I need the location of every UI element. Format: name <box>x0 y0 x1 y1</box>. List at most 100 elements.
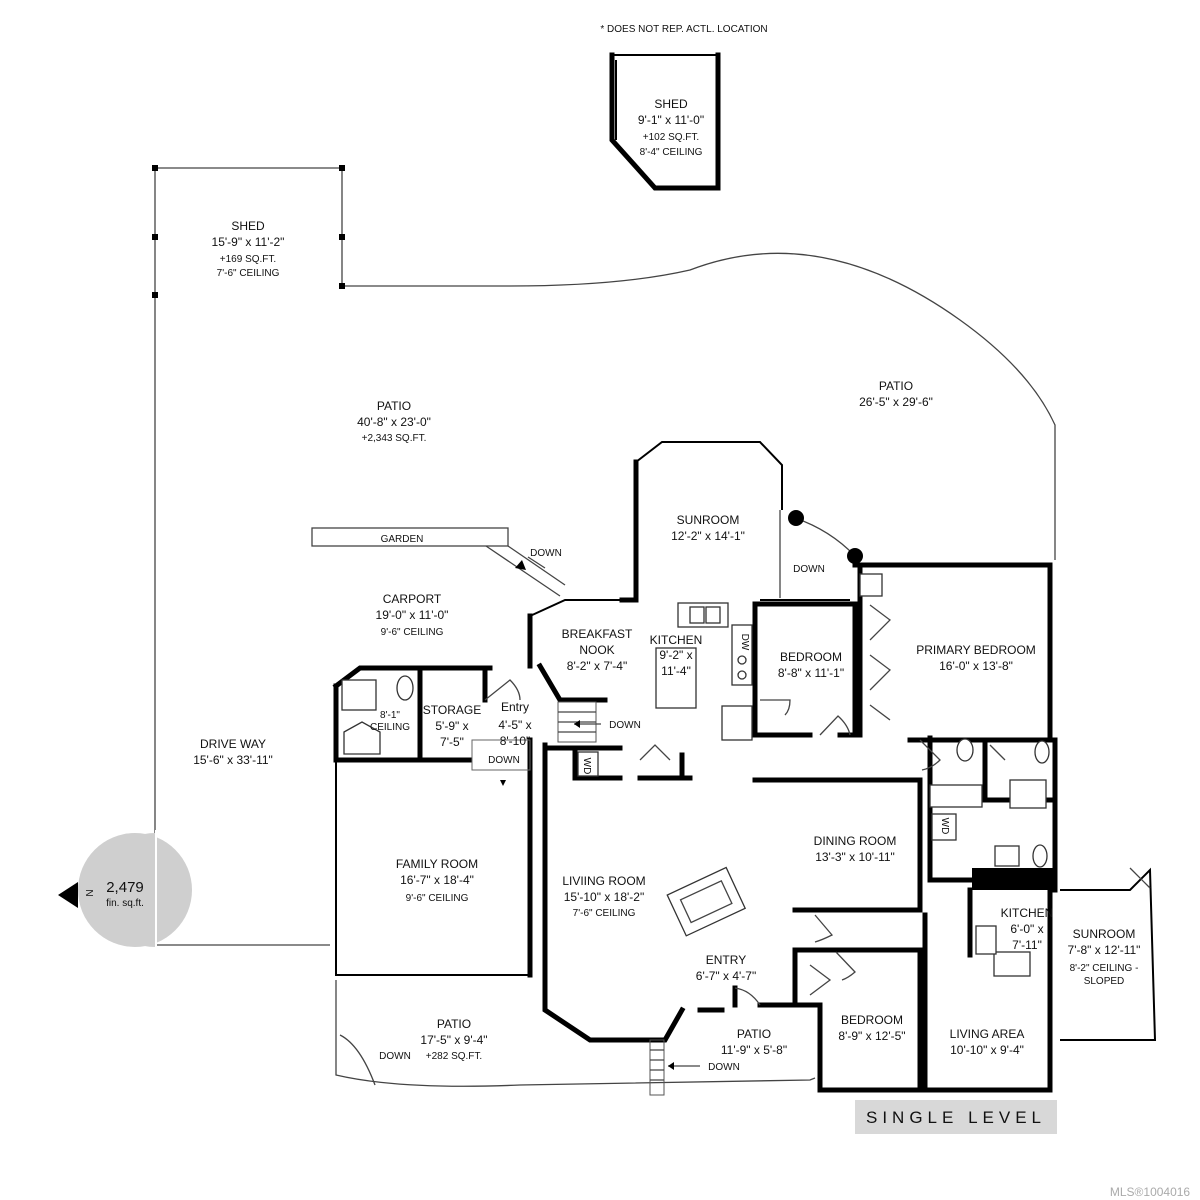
washer-dryer-icon-right <box>931 813 957 841</box>
area-unit: fin. sq.ft. <box>106 898 144 909</box>
washer-dryer-label: WD <box>581 758 592 775</box>
fireplace-icon <box>666 866 747 937</box>
entry-main-name: ENTRY <box>706 953 746 967</box>
post-2 <box>847 548 863 564</box>
breakfast-name-1: BREAKFAST <box>562 627 633 641</box>
kitchen-small-dims-2: 7'-11" <box>1012 938 1042 952</box>
bedroom-mid-name: BEDROOM <box>780 650 842 664</box>
patio-main-dims: 40'-8" x 23'-0" <box>357 415 431 429</box>
stairs-down-label-6: DOWN <box>379 1051 411 1062</box>
patio-main-sqft: +2,343 SQ.FT. <box>362 433 427 444</box>
carport-ceiling: 9'-6" CEILING <box>381 627 444 638</box>
note-text: * DOES NOT REP. ACTL. LOCATION <box>600 24 767 35</box>
kitchen-small-name: KITCHEN <box>1001 906 1054 920</box>
patio-right-dims: 26'-5" x 29'-6" <box>859 395 933 409</box>
kitchen-island <box>655 647 697 709</box>
bathtub-icon <box>929 784 983 808</box>
corner-shower-icon <box>343 721 381 755</box>
primary-bedroom-name: PRIMARY BEDROOM <box>916 643 1036 657</box>
kitchen-main-dims-2: 11'-4" <box>661 664 691 678</box>
carport-dims: 19'-0" x 11'-0" <box>376 608 449 622</box>
entry-main-dims: 6'-7" x 4'-7" <box>696 969 756 983</box>
labels: * DOES NOT REP. ACTL. LOCATION SHED 9'-1… <box>85 24 1190 1199</box>
living-room-name: LIVIING ROOM <box>562 874 645 888</box>
north-label: N <box>85 889 96 896</box>
family-room-name: FAMILY ROOM <box>396 857 478 871</box>
entry-small-name: Entry <box>501 700 529 714</box>
closets <box>809 604 891 996</box>
shower-icon <box>1009 779 1047 809</box>
stairs-down-label-5: DOWN <box>708 1062 740 1073</box>
shed-large-dims: 15'-9" x 11'-2" <box>212 235 285 249</box>
sunroom-top-name: SUNROOM <box>677 513 740 527</box>
bedroom-low-dims: 8'-9" x 12'-5" <box>838 1029 905 1043</box>
stairs-down-label-4: DOWN <box>609 720 641 731</box>
toilet-icon-2 <box>956 738 974 762</box>
post-1 <box>788 510 804 526</box>
shed-small-sqft: +102 SQ.FT. <box>643 132 699 143</box>
living-room-ceiling: 7'-6" CEILING <box>573 908 636 919</box>
storage-name: STORAGE <box>423 703 481 717</box>
driveway-name: DRIVE WAY <box>200 737 266 751</box>
sunroom-top-dims: 12'-2" x 14'-1" <box>671 529 745 543</box>
area-badge <box>58 830 192 950</box>
area-value: 2,479 <box>106 879 144 896</box>
walls <box>332 441 1157 1093</box>
washer-dryer-label-2: WD <box>939 818 950 835</box>
driveway-dims: 15'-6" x 33'-11" <box>193 753 273 767</box>
living-room-dims: 15'-10" x 18'-2" <box>564 890 644 904</box>
level-badge <box>855 1100 1057 1134</box>
fixtures <box>341 573 1050 977</box>
dishwasher-label: DW <box>739 634 750 651</box>
patio-main-name: PATIO <box>377 399 411 413</box>
shed-small-ceiling: 8'-4" CEILING <box>640 147 703 158</box>
sunroom-right-ceiling-2: SLOPED <box>1084 976 1125 987</box>
stairs-down-label-3: DOWN <box>488 755 520 766</box>
entry-small-dims-2: 8'-10" <box>500 734 531 748</box>
dining-room-name: DINING ROOM <box>814 834 897 848</box>
stairs-down-label-2: DOWN <box>793 564 825 575</box>
washer-dryer-icon <box>577 751 599 777</box>
fridge <box>721 705 753 741</box>
living-area-name: LIVING AREA <box>950 1027 1025 1041</box>
shed-posts <box>152 165 345 298</box>
doors <box>339 679 1006 1086</box>
level-label: SINGLE LEVEL <box>866 1108 1046 1127</box>
patio-small-dims: 11'-9" x 5'-8" <box>721 1043 787 1057</box>
primary-bedroom-dims: 16'-0" x 13'-8" <box>939 659 1013 673</box>
watermark: MLS®1004016 <box>1110 1185 1191 1199</box>
patio-small-name: PATIO <box>737 1027 771 1041</box>
small-shed <box>609 52 721 191</box>
garden-bed <box>311 527 509 547</box>
stairs <box>471 556 700 1096</box>
shed-large-name: SHED <box>231 219 265 233</box>
patio-bottom-name: PATIO <box>437 1017 471 1031</box>
sunroom-right-ceiling-1: 8'-2" CEILING - <box>1070 963 1139 974</box>
north-arrow-icon <box>58 882 78 908</box>
kitchen-sink-small <box>993 951 1031 977</box>
range-small <box>975 925 997 955</box>
breakfast-name-2: NOOK <box>579 643 614 657</box>
bedroom-mid-dims: 8'-8" x 11'-1" <box>778 666 844 680</box>
sunroom-right-dims: 7'-8" x 12'-11" <box>1068 943 1141 957</box>
range <box>731 624 753 686</box>
bedroom-low-name: BEDROOM <box>841 1013 903 1027</box>
patio-right-name: PATIO <box>879 379 913 393</box>
toilet-icon <box>396 675 414 701</box>
entry-small-dims-1: 4'-5" x <box>498 718 531 732</box>
shed-small-dims: 9'-1" x 11'-0" <box>638 113 704 127</box>
family-room-dims: 16'-7" x 18'-4" <box>400 873 474 887</box>
family-room-ceiling: 9'-6" CEILING <box>406 893 469 904</box>
storage-dims-1: 5'-9" x <box>435 719 468 733</box>
patio-bottom-dims: 17'-5" x 9'-4" <box>420 1033 487 1047</box>
ceiling-81-value: 8'-1" <box>380 710 400 721</box>
shed-large-ceiling: 7'-6" CEILING <box>217 268 280 279</box>
patio-bottom-sqft: +282 SQ.FT. <box>426 1051 482 1062</box>
sunroom-right-name: SUNROOM <box>1073 927 1136 941</box>
kitchen-main-name: KITCHEN <box>650 633 703 647</box>
shed-large-sqft: +169 SQ.FT. <box>220 254 276 265</box>
carport-name: CARPORT <box>383 592 442 606</box>
stairs-down-label-1: DOWN <box>530 548 562 559</box>
